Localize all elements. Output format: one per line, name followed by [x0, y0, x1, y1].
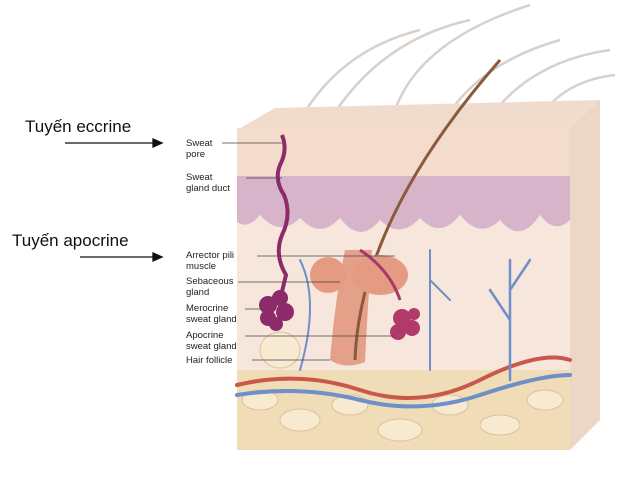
skin-surface	[237, 100, 600, 130]
skin-side-face	[570, 100, 600, 450]
label-sebaceous-gland: Sebaceous gland	[186, 276, 234, 298]
basal-layer	[237, 176, 570, 233]
pointer-arrows	[65, 137, 164, 263]
epidermis	[237, 128, 570, 176]
merocrine-coil	[259, 290, 294, 331]
sebaceous-gland-lobe	[310, 257, 346, 293]
leader-lines	[222, 142, 395, 361]
dermis	[237, 215, 570, 370]
apocrine-duct	[359, 248, 402, 301]
main-hair-shaft	[353, 59, 502, 361]
apocrine-gland-title: Tuyến apocrine	[12, 231, 129, 250]
label-sweat-gland-duct: Sweat gland duct	[186, 172, 230, 194]
label-sweat-pore: Sweat pore	[186, 138, 213, 160]
fat-lobules	[241, 331, 564, 442]
label-apocrine-sweat-gland: Apocrine sweat gland	[186, 330, 237, 352]
label-arrector-pili-muscle: Arrector pili muscle	[186, 250, 235, 272]
sebaceous-gland-shape	[352, 255, 408, 295]
eccrine-duct	[275, 134, 290, 301]
blood-vessels	[235, 249, 572, 409]
eccrine-gland-title: Tuyến eccrine	[25, 117, 132, 136]
label-merocrine-sweat-gland: Merocrine sweat gland	[186, 303, 237, 325]
label-hair-follicle: Hair follicle	[186, 355, 233, 366]
